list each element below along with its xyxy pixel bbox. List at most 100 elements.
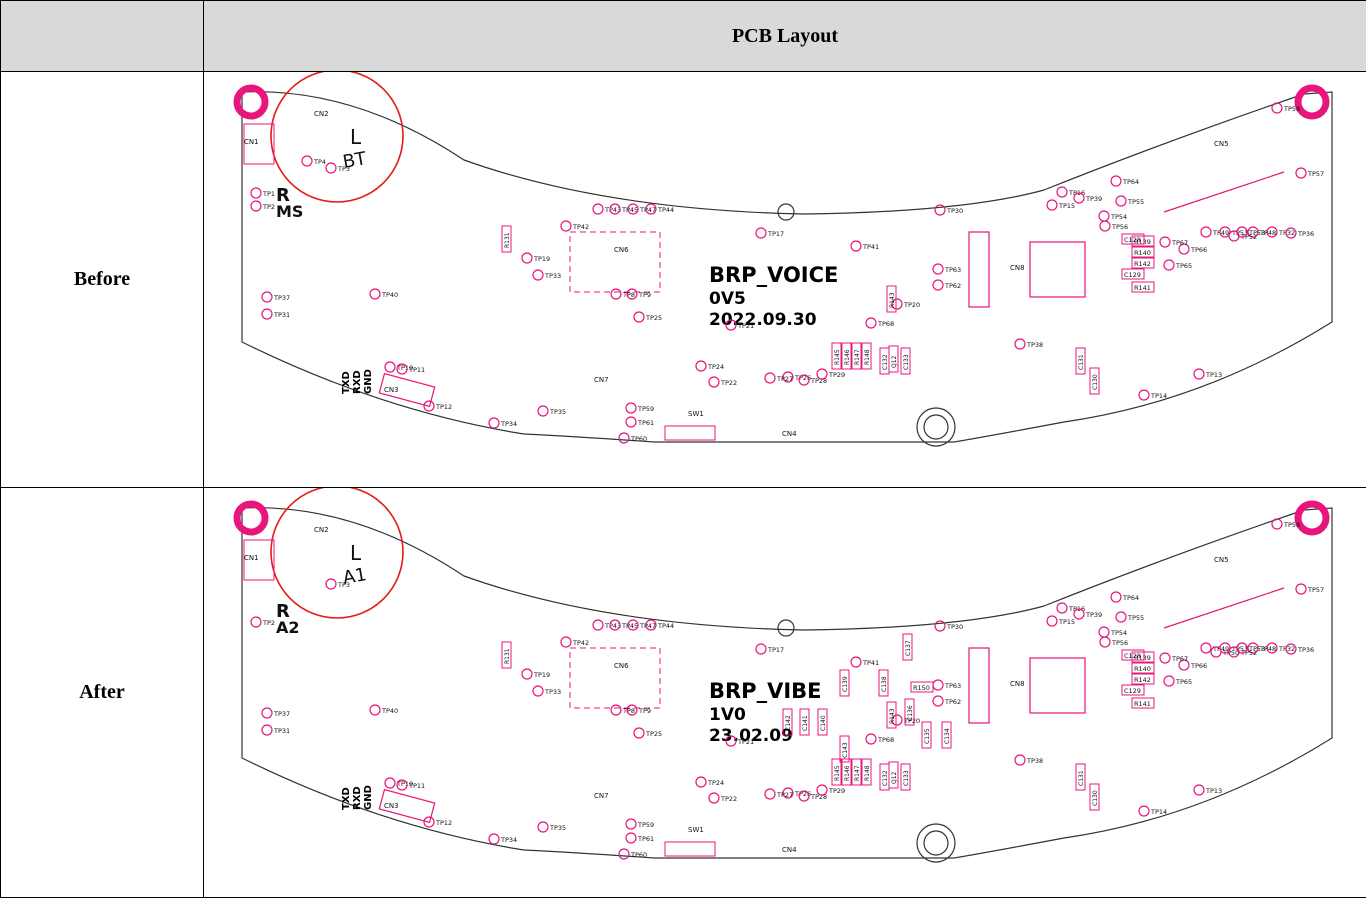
row0-component-c128: C128 (1124, 236, 1141, 244)
row1-test-point-label: TP17 (767, 646, 784, 654)
row1-test-point-label: TP30 (946, 623, 963, 631)
row0-test-point-label: TP35 (549, 408, 566, 416)
row0-test-point-label: TP58 (1283, 105, 1300, 113)
row0-test-point-label: TP53 (1248, 229, 1265, 237)
row1-test-point-label: TP2 (262, 619, 275, 627)
row1-component-cn8: CN8 (1010, 680, 1025, 688)
row1-test-point-label: TP19 (533, 671, 550, 679)
row0-test-point-label: TP34 (500, 420, 517, 428)
row0-component-r146: R146 (844, 349, 851, 365)
row1-fiducial (778, 620, 794, 636)
row0-test-point-label: TP40 (381, 291, 398, 299)
row1-component-c133: C133 (903, 770, 910, 786)
row1-test-point-label: TP53 (1248, 645, 1265, 653)
row1-test-point-label: TP24 (707, 779, 724, 787)
row0-test-point-tp62 (933, 280, 943, 290)
row0-board-name: BRP_VOICE (709, 263, 838, 287)
row0-component-r145: R145 (834, 349, 841, 365)
row1-component-cn1: CN1 (244, 554, 259, 562)
row0-test-point-label: TP24 (707, 363, 724, 371)
row0-mounting-hole-bottom (917, 408, 955, 446)
row1-uart-pin-txd: TXD (341, 787, 352, 810)
row0-test-point-tp27 (765, 373, 775, 383)
row1-component-r143: R143 (889, 708, 896, 724)
row1-test-point-tp24 (696, 777, 706, 787)
row0-component-c132: C132 (882, 354, 889, 370)
row1-component-c132: C132 (882, 770, 889, 786)
row0-mounting-hole-right (1298, 88, 1326, 116)
row0-component-r140: R140 (1134, 249, 1151, 257)
row1-test-point-tp37 (262, 708, 272, 718)
row0-test-point-tp59 (626, 403, 636, 413)
row1-test-point-label: TP35 (549, 824, 566, 832)
row1-test-point-tp31 (262, 725, 272, 735)
row0-test-point-tp8 (611, 289, 621, 299)
row1-board-version: 1V0 (709, 705, 746, 725)
row1-component-q12: Q12 (891, 771, 898, 784)
row1-test-point-label: TP65 (1175, 678, 1192, 686)
row1-component-r147: R147 (854, 765, 861, 781)
row1-test-point-label: TP41 (862, 659, 879, 667)
row0-test-point-tp31 (262, 309, 272, 319)
row1-highlight-circle (271, 488, 403, 618)
row0-component-c129: C129 (1124, 271, 1141, 279)
row1-test-point-label: TP21 (737, 738, 754, 746)
row0-test-point-tp25 (634, 312, 644, 322)
row0-test-point-label: TP64 (1122, 178, 1139, 186)
row1-cn5-trace (1164, 588, 1284, 628)
row1-test-point-label: TP31 (273, 727, 290, 735)
row1-test-point-tp60 (619, 849, 629, 859)
row0-mounting-hole-bottom-inner (924, 415, 948, 439)
row0-test-point-tp2 (251, 201, 261, 211)
row1-component-cn6: CN6 (614, 662, 629, 670)
row0-component-sw1: SW1 (688, 410, 704, 418)
row0-test-point-tp68 (866, 318, 876, 328)
row0-component-r148: R148 (864, 349, 871, 365)
row1-component-c135: C135 (924, 728, 931, 744)
row1-board-name: BRP_VIBE (709, 679, 822, 703)
row1-component-r150: R150 (913, 684, 930, 692)
row0-test-point-tp43 (593, 204, 603, 214)
row1-corner-letter-4: A2 (276, 618, 300, 637)
row1-sw1-footprint (665, 842, 715, 856)
row0-test-point-tp35 (538, 406, 548, 416)
row0-test-point-label: TP68 (877, 320, 894, 328)
row0-component-cn1: CN1 (244, 138, 259, 146)
row1-test-point-tp57 (1296, 584, 1306, 594)
row0-test-point-label: TP67 (1171, 239, 1188, 247)
row1-test-point-label: TP42 (572, 639, 589, 647)
row0-uart-pin-rxd: RXD (352, 370, 363, 394)
row1-test-point-label: TP34 (500, 836, 517, 844)
row1-component-c136: C136 (907, 705, 914, 721)
row0-test-point-tp55 (1116, 196, 1126, 206)
row1-component-c130: C130 (1092, 790, 1099, 806)
row1-cn8-side (969, 648, 989, 723)
row0-test-point-tp14 (1139, 390, 1149, 400)
row1-cn6-footprint (570, 648, 660, 708)
row1-test-point-tp43 (593, 620, 603, 630)
row1-test-point-label: TP40 (381, 707, 398, 715)
row0-test-point-label: TP27 (776, 375, 793, 383)
row1-component-c137: C137 (905, 640, 912, 656)
row0-test-point-tp38 (1015, 339, 1025, 349)
row1-component-cn4: CN4 (782, 846, 797, 854)
row0-test-point-tp65 (1164, 260, 1174, 270)
row0-test-point-tp56 (1100, 221, 1110, 231)
row0-test-point-label: TP56 (1111, 223, 1128, 231)
row1-test-point-tp55 (1116, 612, 1126, 622)
row1-test-point-label: TP54 (1110, 629, 1127, 637)
row0-uart-pin-gnd: GND (363, 369, 374, 394)
row0-test-point-tp40 (370, 289, 380, 299)
row1-test-point-label: TP14 (1150, 808, 1167, 816)
row0-corner-letter-l: L (350, 125, 362, 149)
row1-component-sw1: SW1 (688, 826, 704, 834)
row0-component-cn5: CN5 (1214, 140, 1229, 148)
row0-test-point-tp13 (1194, 369, 1204, 379)
row0-fiducial (778, 204, 794, 220)
row0-test-point-tp1 (251, 188, 261, 198)
